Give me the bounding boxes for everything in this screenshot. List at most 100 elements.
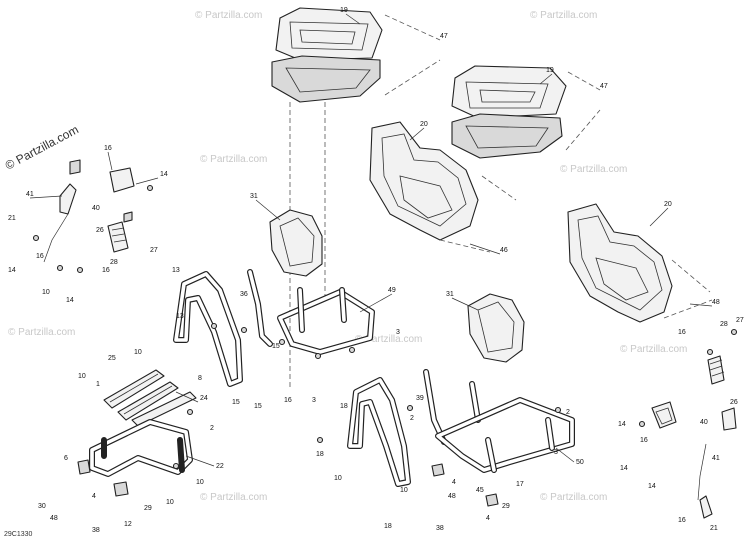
seat-slide-rails bbox=[103, 369, 197, 427]
backrest-31-middle bbox=[269, 209, 323, 277]
watermark: © Partzilla.com bbox=[560, 164, 627, 175]
callout-10: 10 bbox=[134, 349, 142, 356]
callout-17: 17 bbox=[516, 481, 524, 488]
callout-20: 20 bbox=[664, 201, 672, 208]
watermark: © Partzilla.com bbox=[530, 10, 597, 21]
callout-39: 39 bbox=[416, 395, 424, 402]
callout-29: 29 bbox=[144, 505, 152, 512]
callout-21: 21 bbox=[710, 525, 718, 532]
callout-10: 10 bbox=[166, 499, 174, 506]
seat-cushion-19-upper bbox=[271, 7, 441, 390]
seat-base-22 bbox=[77, 419, 193, 497]
callout-38: 38 bbox=[436, 525, 444, 532]
callout-41: 41 bbox=[712, 455, 720, 462]
callout-48: 48 bbox=[448, 493, 456, 500]
callout-36: 36 bbox=[240, 291, 248, 298]
callout-28: 28 bbox=[720, 321, 728, 328]
callout-3: 3 bbox=[396, 329, 400, 336]
diagram-code: 29C1330 bbox=[4, 531, 33, 538]
watermark: © Partzilla.com bbox=[540, 492, 607, 503]
callout-15: 15 bbox=[254, 403, 262, 410]
seat-back-20-right bbox=[567, 203, 713, 323]
callout-46: 46 bbox=[500, 247, 508, 254]
callout-28: 28 bbox=[110, 259, 118, 266]
callout-10: 10 bbox=[42, 289, 50, 296]
callout-10: 10 bbox=[196, 479, 204, 486]
seat-cushion-19-lower bbox=[451, 65, 601, 159]
callout-2: 2 bbox=[210, 425, 214, 432]
callout-22: 22 bbox=[216, 463, 224, 470]
leader-lines bbox=[29, 13, 713, 467]
callout-19: 19 bbox=[546, 67, 554, 74]
callout-41: 41 bbox=[26, 191, 34, 198]
callout-13: 13 bbox=[172, 267, 180, 274]
seat-bracket-36 bbox=[173, 271, 243, 387]
watermark: © Partzilla.com bbox=[355, 334, 422, 345]
callout-27: 27 bbox=[150, 247, 158, 254]
watermark: © Partzilla.com bbox=[200, 492, 267, 503]
seatbelt-buckle-right bbox=[651, 355, 737, 519]
callout-49: 49 bbox=[388, 287, 396, 294]
callout-13: 13 bbox=[176, 313, 184, 320]
callout-47: 47 bbox=[600, 83, 608, 90]
callout-21: 21 bbox=[8, 215, 16, 222]
watermark: © Partzilla.com bbox=[195, 10, 262, 21]
callout-48: 48 bbox=[50, 515, 58, 522]
callout-10: 10 bbox=[78, 373, 86, 380]
callout-14: 14 bbox=[648, 483, 656, 490]
callout-16: 16 bbox=[678, 517, 686, 524]
callout-18: 18 bbox=[316, 451, 324, 458]
fasteners bbox=[32, 184, 738, 470]
callout-18: 18 bbox=[340, 403, 348, 410]
watermark: © Partzilla.com bbox=[620, 344, 687, 355]
callout-20: 20 bbox=[420, 121, 428, 128]
callout-3: 3 bbox=[554, 449, 558, 456]
callout-6: 6 bbox=[64, 455, 68, 462]
callout-14: 14 bbox=[160, 171, 168, 178]
callout-18: 18 bbox=[384, 523, 392, 530]
callout-10: 10 bbox=[400, 487, 408, 494]
seat-bracket-39 bbox=[347, 377, 411, 487]
callout-16: 16 bbox=[102, 267, 110, 274]
callout-4: 4 bbox=[486, 515, 490, 522]
callout-3: 3 bbox=[312, 397, 316, 404]
callout-4: 4 bbox=[92, 493, 96, 500]
callout-4: 4 bbox=[452, 479, 456, 486]
callout-19: 19 bbox=[340, 7, 348, 14]
callout-31: 31 bbox=[250, 193, 258, 200]
callout-24: 24 bbox=[200, 395, 208, 402]
callout-38: 38 bbox=[92, 527, 100, 534]
callout-16: 16 bbox=[640, 437, 648, 444]
callout-15: 15 bbox=[272, 343, 280, 350]
callout-25: 25 bbox=[108, 355, 116, 362]
callout-labels: 19 47 19 47 20 46 20 48 31 31 49 16 14 4… bbox=[8, 7, 744, 534]
callout-15: 15 bbox=[232, 399, 240, 406]
callout-1: 1 bbox=[96, 381, 100, 388]
seat-frame-49 bbox=[247, 269, 375, 355]
callout-12: 12 bbox=[124, 521, 132, 528]
callout-14: 14 bbox=[620, 465, 628, 472]
seat-frame-50 bbox=[423, 369, 575, 507]
callout-40: 40 bbox=[92, 205, 100, 212]
watermark: © Partzilla.com bbox=[200, 154, 267, 165]
callout-40: 40 bbox=[700, 419, 708, 426]
callout-50: 50 bbox=[576, 459, 584, 466]
callout-48: 48 bbox=[712, 299, 720, 306]
callout-8: 8 bbox=[198, 375, 202, 382]
callout-14: 14 bbox=[8, 267, 16, 274]
callout-14: 14 bbox=[66, 297, 74, 304]
watermark: © Partzilla.com bbox=[8, 327, 75, 338]
callout-26: 26 bbox=[96, 227, 104, 234]
seat-back-20-middle bbox=[369, 121, 517, 253]
callout-16: 16 bbox=[678, 329, 686, 336]
callout-30: 30 bbox=[38, 503, 46, 510]
callout-29: 29 bbox=[502, 503, 510, 510]
callout-14: 14 bbox=[618, 421, 626, 428]
callout-31: 31 bbox=[446, 291, 454, 298]
callout-16: 16 bbox=[104, 145, 112, 152]
callout-2: 2 bbox=[410, 415, 414, 422]
callout-45: 45 bbox=[476, 487, 484, 494]
callout-47: 47 bbox=[440, 33, 448, 40]
